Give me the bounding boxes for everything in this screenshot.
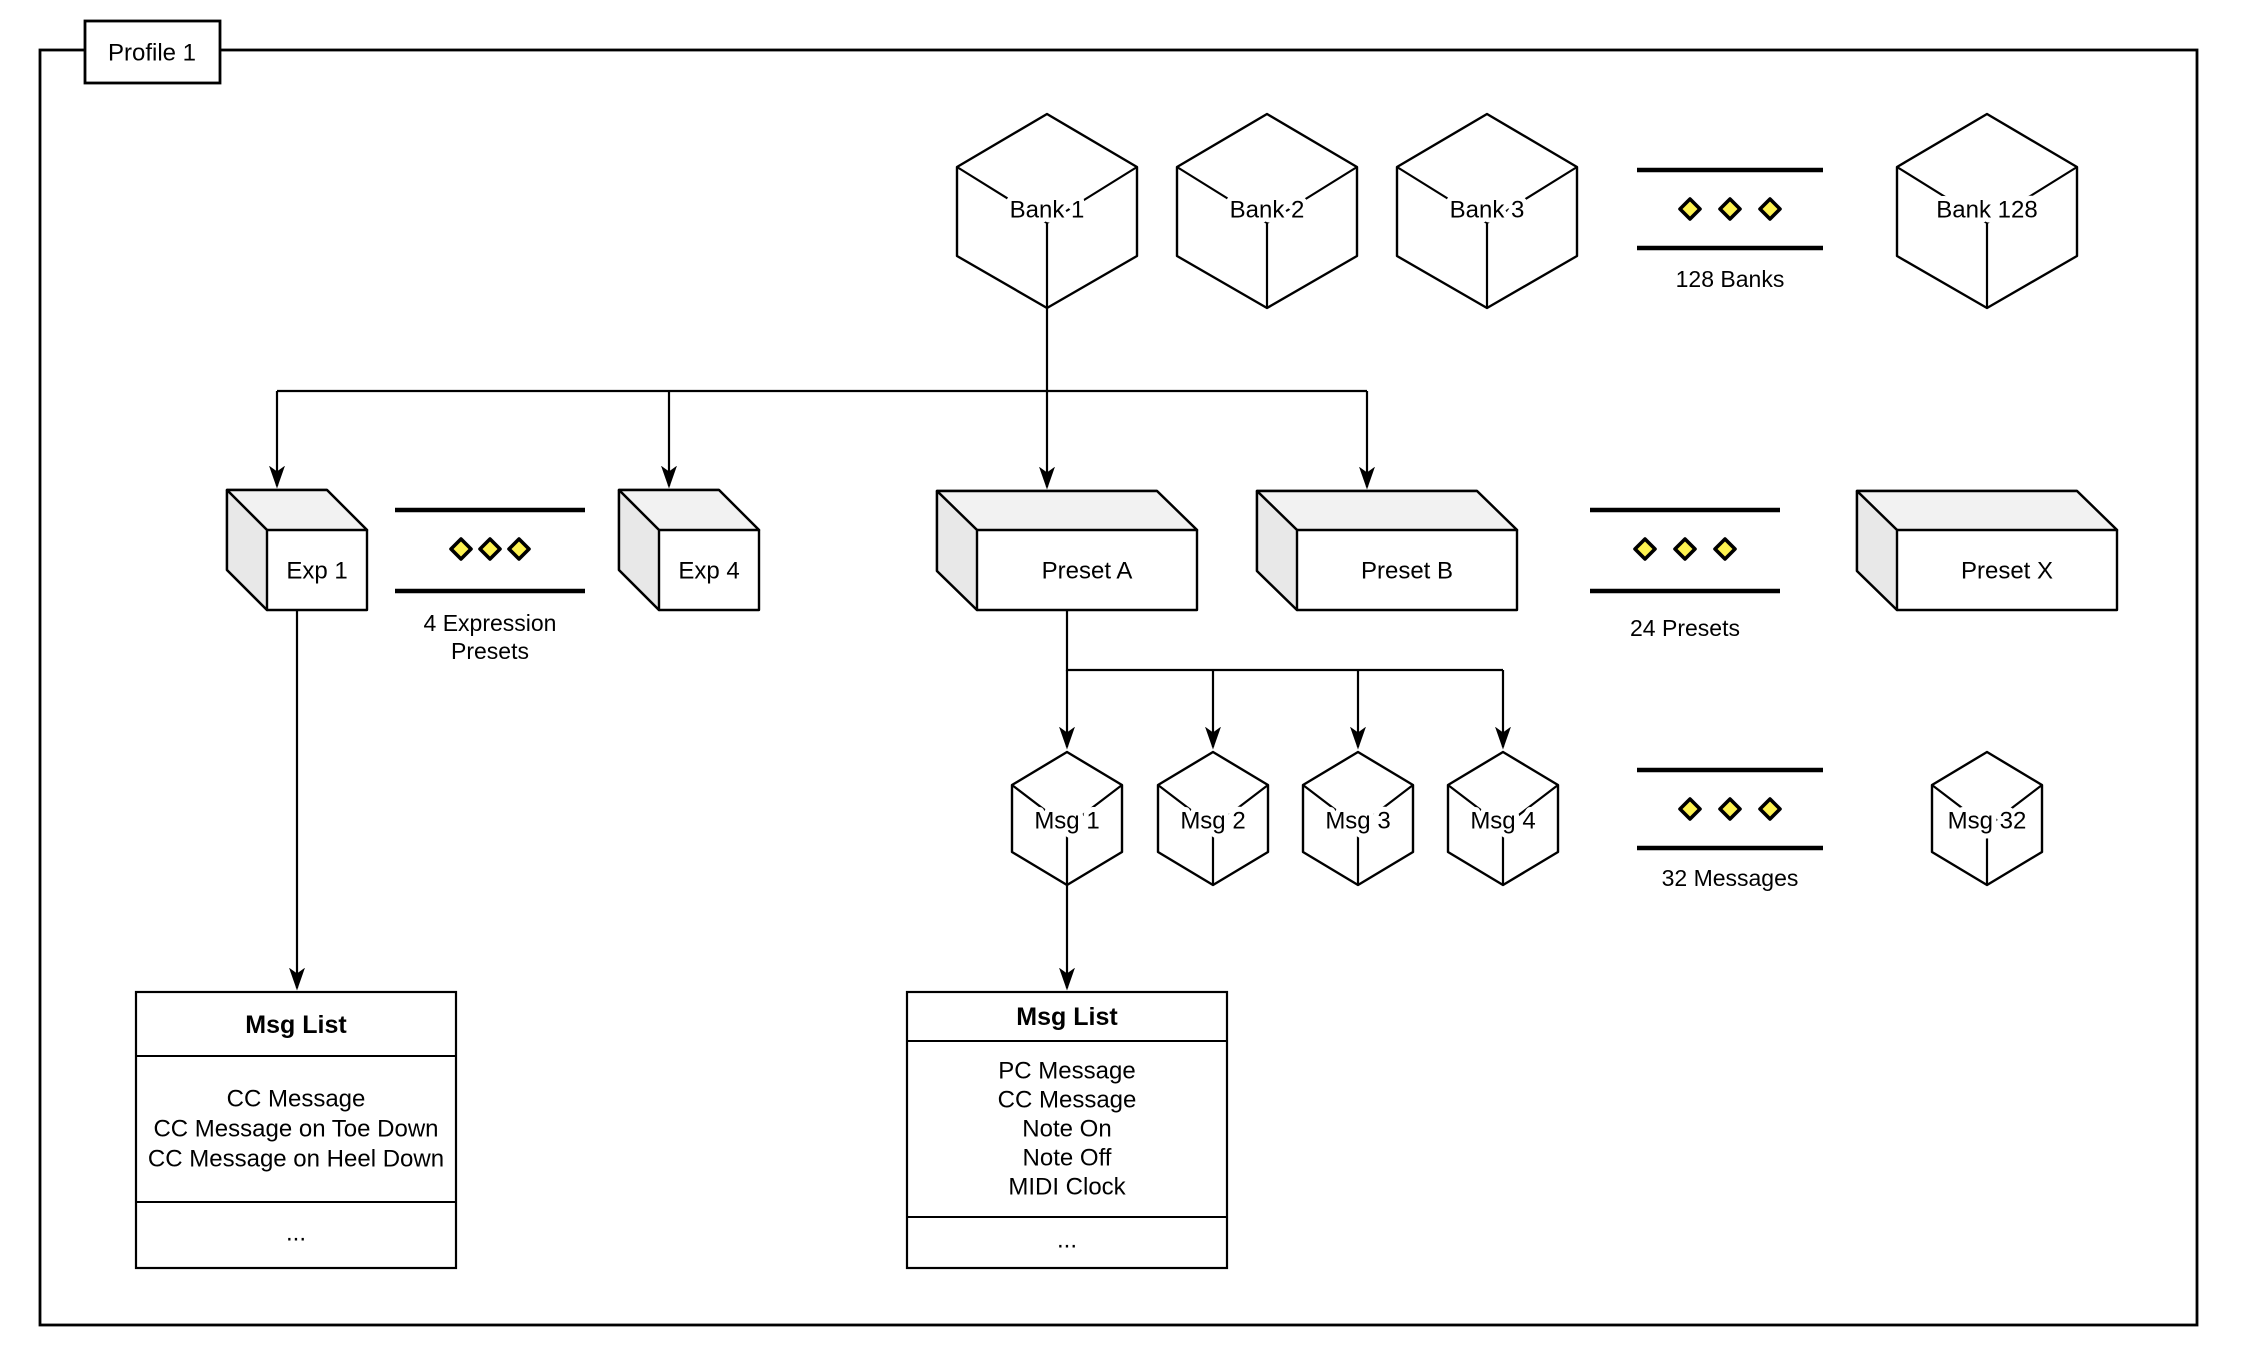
node-preset-a: Preset A xyxy=(935,489,1199,612)
connector-rail-msgs xyxy=(1065,610,1503,672)
cube-inner-edges xyxy=(1896,166,2078,308)
profile-tab-label: Profile 1 xyxy=(108,40,196,67)
cube-inner-edges xyxy=(1931,784,2043,885)
cube-inner-edges xyxy=(956,166,1138,308)
msg-list-item: CC Message on Heel Down xyxy=(148,1146,444,1173)
bank-1-label: Bank 1 xyxy=(1010,197,1085,224)
exp-4-label: Exp 4 xyxy=(678,558,739,585)
node-exp-1: Exp 1 xyxy=(225,488,369,612)
msg-list-preset: Msg List PC Message CC Message Note On N… xyxy=(905,990,1229,1270)
msg-list-exp: Msg List CC Message CC Message on Toe Do… xyxy=(134,990,458,1270)
msg-3-label: Msg 3 xyxy=(1325,808,1390,835)
msg-list-item: Note On xyxy=(1022,1116,1111,1143)
node-preset-x: Preset X xyxy=(1855,489,2119,612)
cube-side-face xyxy=(1255,489,1299,612)
messages-ellipsis-label: 32 Messages xyxy=(1662,865,1799,891)
diamond-icon xyxy=(1633,537,1657,561)
cube-side-face xyxy=(1855,489,1899,612)
msg-list-more: ... xyxy=(1057,1227,1077,1254)
msg-1-label: Msg 1 xyxy=(1034,808,1099,835)
msg-4-label: Msg 4 xyxy=(1470,808,1535,835)
preset-a-label: Preset A xyxy=(1042,558,1133,585)
node-msg-4: Msg 4 xyxy=(1446,750,1560,887)
msg-list-box xyxy=(905,990,1229,1270)
diamond-icon xyxy=(1758,197,1782,221)
bank-3-label: Bank 3 xyxy=(1450,197,1525,224)
banks-ellipsis: 128 Banks xyxy=(1637,167,1823,292)
msg-list-item: CC Message xyxy=(998,1087,1137,1114)
profile-tab xyxy=(83,19,222,85)
msg-list-item: PC Message xyxy=(998,1058,1135,1085)
msg-list-title: Msg List xyxy=(1016,1003,1118,1031)
diamond-icon xyxy=(507,537,531,561)
cube-top-face xyxy=(1855,489,2119,532)
preset-x-label: Preset X xyxy=(1961,558,2053,585)
bank-128-label: Bank 128 xyxy=(1936,197,2037,224)
diamond-icon xyxy=(1758,797,1782,821)
node-bank-2: Bank 2 xyxy=(1175,112,1359,310)
diamond-icon xyxy=(1718,797,1742,821)
expressions-ellipsis-label-line2: Presets xyxy=(451,638,529,664)
preset-b-label: Preset B xyxy=(1361,558,1453,585)
msg-list-item: Note Off xyxy=(1023,1145,1112,1172)
cube-side-face xyxy=(225,488,269,612)
node-bank-3: Bank 3 xyxy=(1395,112,1579,310)
msg-list-box xyxy=(134,990,458,1270)
cube-inner-edges xyxy=(1447,784,1559,885)
profile-frame xyxy=(38,48,2199,1327)
bank-2-label: Bank 2 xyxy=(1230,197,1305,224)
banks-ellipsis-label: 128 Banks xyxy=(1676,266,1785,292)
exp-1-label: Exp 1 xyxy=(286,558,347,585)
expressions-ellipsis: 4 Expression Presets xyxy=(395,507,585,664)
node-exp-4: Exp 4 xyxy=(617,488,761,612)
messages-ellipsis: 32 Messages xyxy=(1637,767,1823,891)
diamond-icon xyxy=(1673,537,1697,561)
diamond-icon xyxy=(1678,797,1702,821)
msg-list-item: CC Message on Toe Down xyxy=(153,1116,438,1143)
diamond-icon xyxy=(478,537,502,561)
node-bank-128: Bank 128 xyxy=(1895,112,2079,310)
diamond-icon xyxy=(449,537,473,561)
cube-inner-edges xyxy=(1011,784,1123,885)
msg-list-item: CC Message xyxy=(227,1086,366,1113)
node-msg-2: Msg 2 xyxy=(1156,750,1270,887)
diamond-icon xyxy=(1718,197,1742,221)
cube-top-face xyxy=(1255,489,1519,532)
presets-ellipsis: 24 Presets xyxy=(1590,507,1780,641)
cube-inner-edges xyxy=(1302,784,1414,885)
node-bank-1: Bank 1 xyxy=(955,112,1139,310)
node-msg-1: Msg 1 xyxy=(1010,750,1124,887)
diamond-icon xyxy=(1678,197,1702,221)
msg-list-title: Msg List xyxy=(245,1011,347,1039)
expressions-ellipsis-label-line1: 4 Expression xyxy=(424,610,557,636)
node-preset-b: Preset B xyxy=(1255,489,1519,612)
connectors xyxy=(277,308,1503,988)
cube-top-face xyxy=(935,489,1199,532)
cube-inner-edges xyxy=(1176,166,1358,308)
diamond-icon xyxy=(1713,537,1737,561)
cube-inner-edges xyxy=(1157,784,1269,885)
msg-list-item: MIDI Clock xyxy=(1008,1174,1126,1201)
node-msg-32: Msg 32 xyxy=(1930,750,2044,887)
cube-inner-edges xyxy=(1396,166,1578,308)
msg-2-label: Msg 2 xyxy=(1180,808,1245,835)
presets-ellipsis-label: 24 Presets xyxy=(1630,615,1740,641)
msg-32-label: Msg 32 xyxy=(1948,808,2027,835)
msg-list-more: ... xyxy=(286,1220,306,1247)
cube-side-face xyxy=(617,488,661,612)
cube-side-face xyxy=(935,489,979,612)
node-msg-3: Msg 3 xyxy=(1301,750,1415,887)
